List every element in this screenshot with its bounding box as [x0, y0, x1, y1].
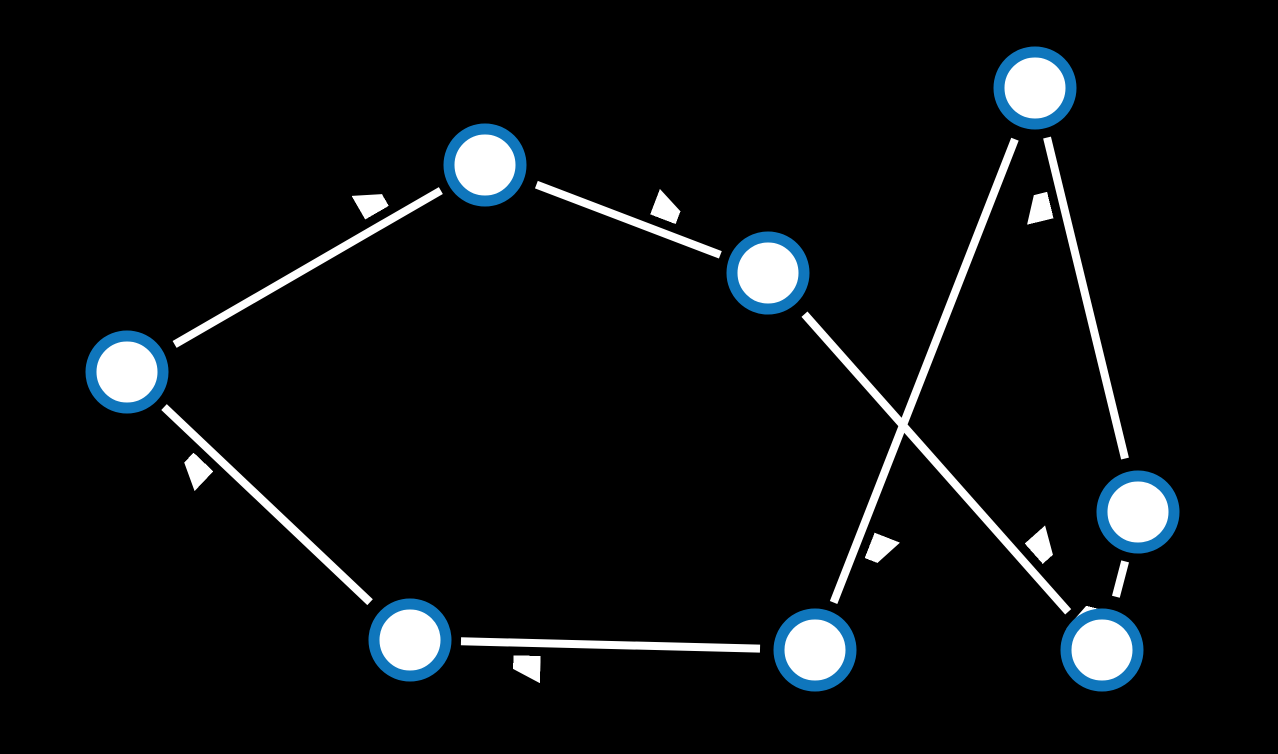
graph-node-bottom-left — [368, 598, 452, 682]
graph-edge-arrow-bottom-left-to-left — [161, 404, 373, 606]
graph-node-top-middle — [443, 123, 527, 207]
graph-edge-arrow-bottom-right-to-right — [1116, 560, 1129, 596]
graph-node-middle — [726, 231, 810, 315]
graph-edge-arrow-top-middle-to-middle — [534, 180, 722, 259]
graph-edge-arrow-right-to-top-right — [1047, 136, 1129, 460]
nodes-layer — [85, 46, 1180, 692]
edges-layer — [161, 136, 1129, 649]
graph-edge-arrow-bottom-middle-to-bottom-left — [460, 637, 761, 648]
graph-node-right — [1096, 470, 1180, 554]
graph-node-left — [85, 330, 169, 414]
graph-edge-arrow-top-right-to-bottom-middle — [829, 137, 1019, 604]
graph-node-bottom-middle — [773, 608, 857, 692]
graph-edge-arrow-left-to-top-middle — [172, 187, 443, 348]
graph-node-top-right — [993, 46, 1077, 130]
graph-edge-arrow-middle-to-bottom-right — [801, 311, 1072, 615]
graph-node-bottom-right — [1060, 608, 1144, 692]
